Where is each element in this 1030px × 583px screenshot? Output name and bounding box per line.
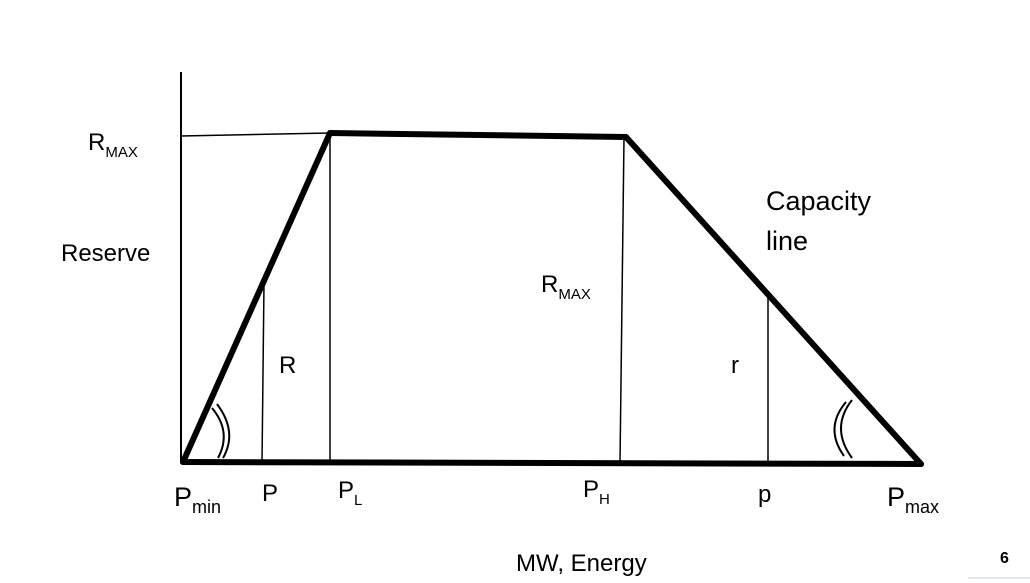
ramp-down-angle-arc — [840, 399, 853, 459]
p-upper-label: P — [262, 480, 278, 507]
r-max-axis-label: RMAX — [88, 129, 138, 161]
p-max-label: Pmax — [887, 482, 939, 517]
page-number: 6 — [1000, 550, 1009, 567]
capacity-line-label-2: line — [766, 226, 808, 256]
r-max-center-label: RMAX — [541, 271, 591, 303]
p-lower-label: p — [758, 481, 771, 508]
r-lower-label: r — [731, 352, 739, 379]
r-max-plateau-line — [327, 130, 629, 140]
r-max-reference-line — [180, 132, 331, 137]
p-min-label: Pmin — [174, 482, 221, 517]
ramp-up-line — [180, 130, 333, 465]
x-axis-baseline — [180, 459, 924, 467]
ramp-up-angle-arc — [211, 407, 225, 459]
p-h-label: PH — [583, 476, 610, 508]
ramp-up-angle-arc-inner — [216, 403, 231, 459]
capacity-line — [623, 134, 924, 467]
r-upper-label: R — [279, 352, 296, 379]
p-vertical-line — [261, 282, 265, 464]
p-l-label: PL — [338, 477, 362, 509]
capacity-line-label: Capacity — [766, 186, 872, 216]
y-axis-title: Reserve — [61, 240, 150, 267]
x-axis-title: MW, Energy — [516, 550, 647, 577]
ph-vertical-line — [619, 137, 625, 464]
ramp-down-angle-arc-inner — [833, 401, 847, 457]
